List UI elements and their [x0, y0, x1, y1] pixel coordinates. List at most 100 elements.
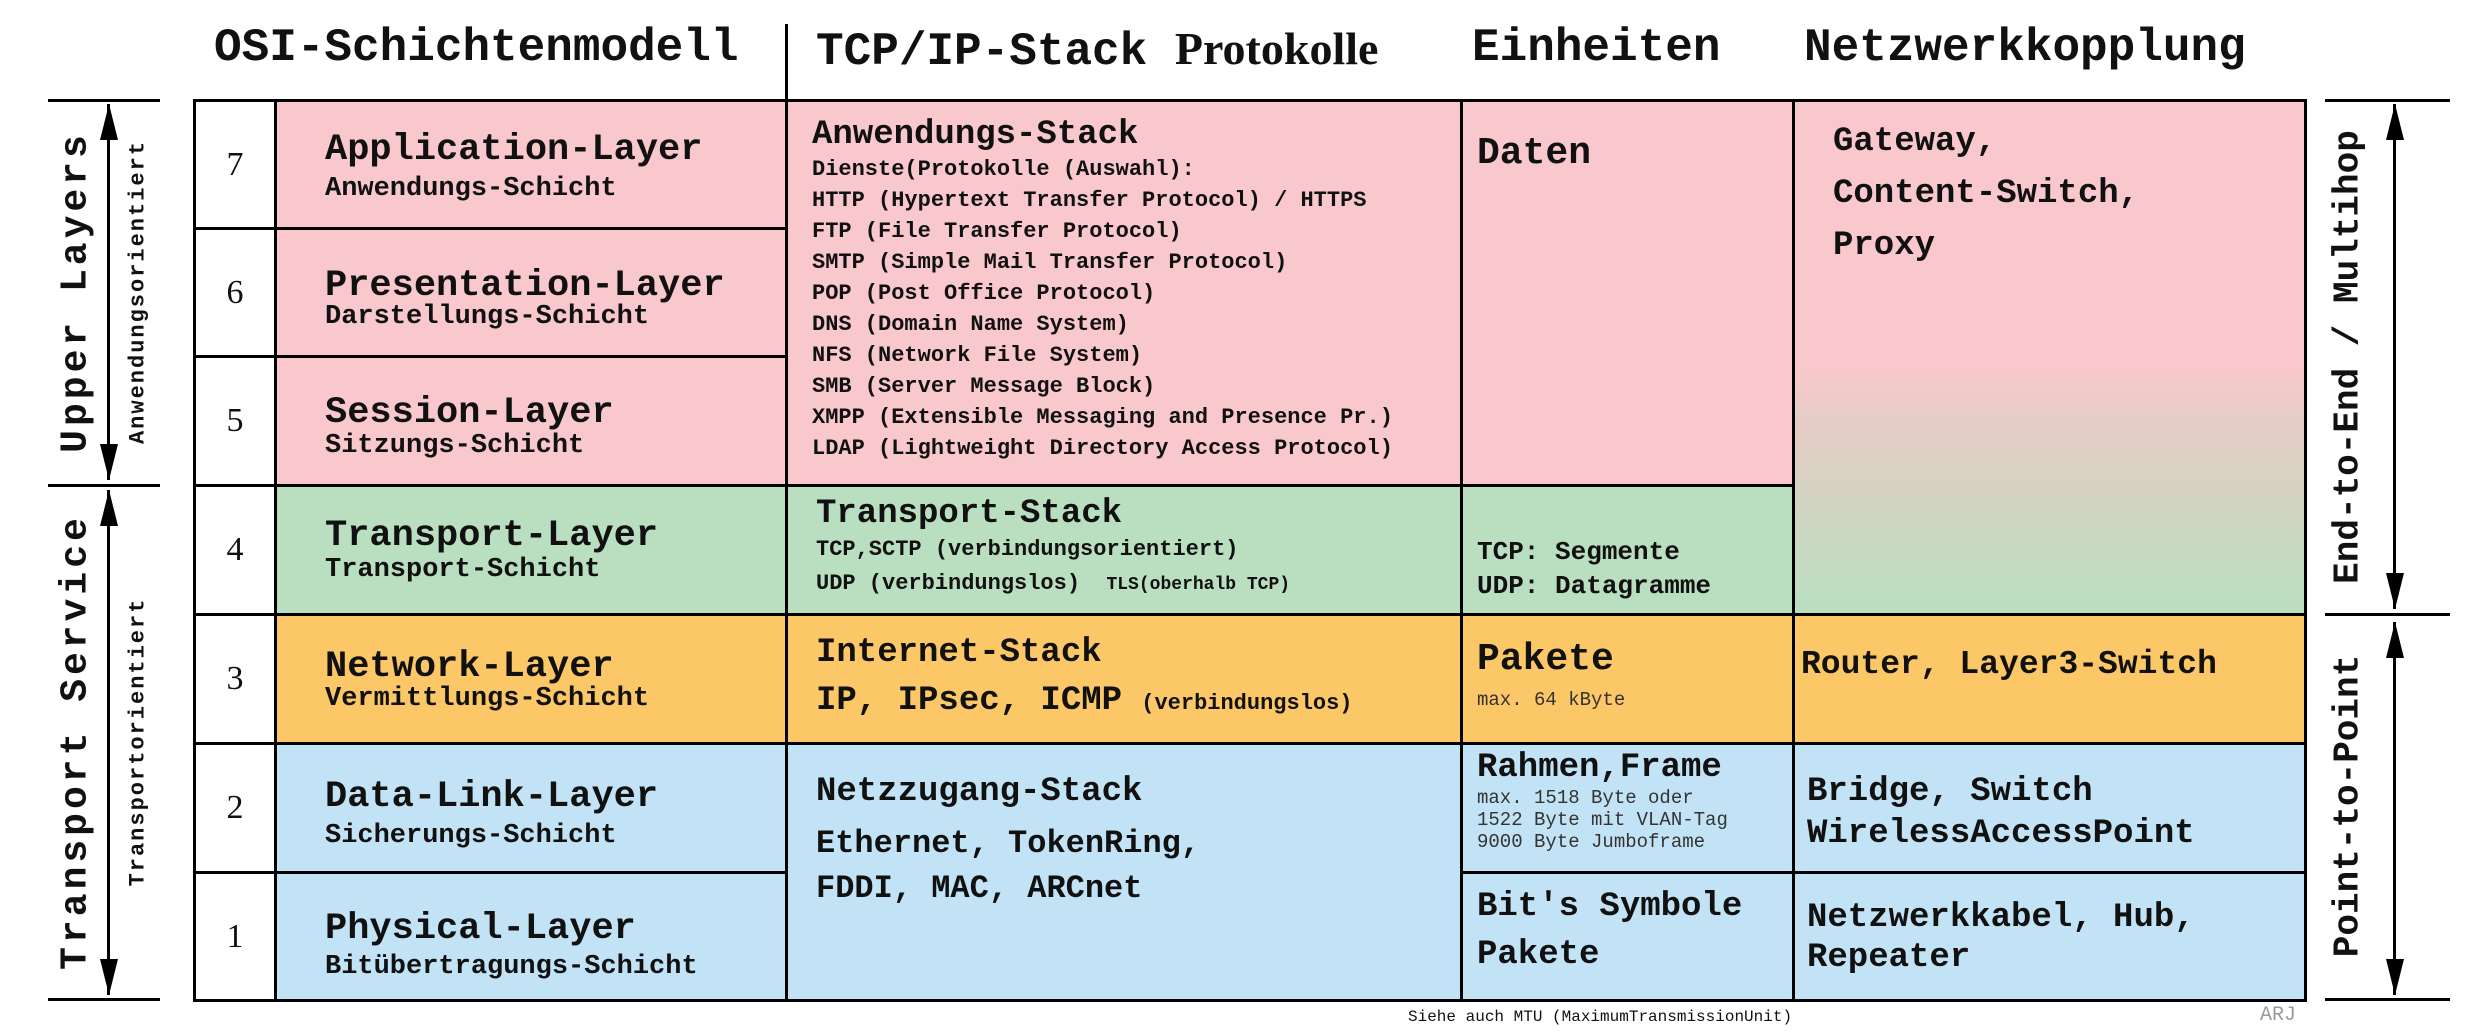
p2p-label: Point-to-Point: [2327, 654, 2369, 958]
protocol-line: IP, IPsec, ICMP (verbindungslos): [816, 682, 1460, 720]
layer-number: 6: [193, 227, 277, 358]
layer-subtitle: Sicherungs-Schicht: [325, 821, 617, 851]
protocol-line: XMPP (Extensible Messaging and Presence …: [812, 405, 1393, 430]
coupling-item: Proxy: [1833, 227, 1936, 265]
upper-layers-label: Upper Layers: [54, 131, 98, 453]
protocol-line: HTTP (Hypertext Transfer Protocol) / HTT…: [812, 188, 1367, 213]
unit-rahmen-sub: 9000 Byte Jumboframe: [1477, 831, 1706, 853]
protocol-line: UDP (verbindungslos) TLS(oberhalb TCP): [816, 567, 1460, 602]
protocol-line: Dienste(Protokolle (Auswahl):: [812, 157, 1195, 182]
netz-stack-title: Netzzugang-Stack: [816, 773, 1143, 811]
layer-4-cell: Transport-Layer Transport-Schicht: [274, 484, 788, 616]
layer-subtitle: Vermittlungs-Schicht: [325, 684, 650, 714]
coupling-item: Content-Switch,: [1833, 175, 2140, 213]
transport-arrow-line: [107, 490, 110, 995]
protocol-line: LDAP (Lightweight Directory Access Proto…: [812, 436, 1393, 461]
transport-stack-title: Transport-Stack: [816, 495, 1123, 533]
transport-stack-cell: Transport-Stack TCP,SCTP (verbindungsori…: [785, 484, 1463, 616]
coupling-item: Repeater: [1807, 939, 1971, 977]
bracket-tick: [48, 998, 160, 1001]
coupling-l2-cell: Bridge, Switch WirelessAccessPoint: [1792, 742, 2307, 874]
layer-title: Data-Link-Layer: [325, 776, 659, 818]
bracket-tick: [2325, 998, 2450, 1001]
header-tcpip-label: TCP/IP-Stack: [816, 26, 1148, 78]
layer-title: Session-Layer: [325, 392, 614, 434]
transport-service-label: Transport Service: [54, 514, 98, 970]
layer-title: Transport-Layer: [325, 515, 659, 557]
layer-title: Physical-Layer: [325, 908, 636, 950]
arrow-up-icon: [100, 490, 118, 526]
unit-rahmen-sub: max. 1518 Byte oder: [1477, 787, 1694, 809]
layer-number: 4: [193, 484, 277, 616]
header-osi: OSI-Schichtenmodell: [214, 22, 739, 74]
units-data-cell: Daten: [1460, 99, 1795, 487]
coupling-l3-cell: Router, Layer3-Switch: [1792, 613, 2307, 745]
layer-number: 5: [193, 355, 277, 487]
layer-number: 1: [193, 871, 277, 1002]
layer-subtitle: Bitübertragungs-Schicht: [325, 952, 698, 982]
bracket-tick: [2325, 613, 2450, 616]
e2e-arrow-line: [2393, 104, 2396, 609]
protocol-line: Ethernet, TokenRing,: [816, 825, 1201, 862]
units-segment-cell: TCP: Segmente UDP: Datagramme: [1460, 484, 1795, 616]
layer-number: 3: [193, 613, 277, 745]
arrow-up-icon: [100, 104, 118, 140]
layer-2-cell: Data-Link-Layer Sicherungs-Schicht: [274, 742, 788, 874]
udp-text: UDP (verbindungslos): [816, 571, 1081, 596]
header-divider: [785, 24, 788, 102]
transport-service-sublabel: Transportorientiert: [125, 597, 151, 887]
unit-daten: Daten: [1477, 132, 1592, 175]
layer-title: Presentation-Layer: [325, 265, 725, 307]
footer-author: ARJ: [2260, 1004, 2297, 1027]
protocol-line: FTP (File Transfer Protocol): [812, 219, 1182, 244]
unit-bits: Bit's Symbole: [1477, 888, 1743, 926]
tls-text: TLS(oberhalb TCP): [1106, 575, 1291, 595]
layer-5-cell: Session-Layer Sitzungs-Schicht: [274, 355, 788, 487]
header-tcpip: TCP/IP-Stack Protokolle: [816, 22, 1378, 78]
bracket-tick: [48, 484, 160, 487]
netz-stack-cell: Netzzugang-Stack Ethernet, TokenRing, FD…: [785, 742, 1463, 1002]
p2p-arrow-line: [2393, 622, 2396, 995]
coupling-item: WirelessAccessPoint: [1807, 815, 2195, 853]
layer-subtitle: Darstellungs-Schicht: [325, 302, 650, 332]
arrow-down-icon: [100, 959, 118, 995]
protocol-line: POP (Post Office Protocol): [812, 281, 1156, 306]
protocol-line: TCP,SCTP (verbindungsorientiert): [816, 537, 1239, 562]
e2e-label: End-to-End / Multihop: [2327, 130, 2369, 584]
layer-number: 7: [193, 99, 277, 230]
units-frame-cell: Rahmen,Frame max. 1518 Byte oder 1522 By…: [1460, 742, 1795, 874]
coupling-item: Bridge, Switch: [1807, 773, 2093, 811]
app-stack-cell: Anwendungs-Stack Dienste(Protokolle (Aus…: [785, 99, 1463, 487]
layer-7-cell: Application-Layer Anwendungs-Schicht: [274, 99, 788, 230]
arrow-up-icon: [2386, 622, 2404, 658]
layer-3-cell: Network-Layer Vermittlungs-Schicht: [274, 613, 788, 745]
layer-6-cell: Presentation-Layer Darstellungs-Schicht: [274, 227, 788, 358]
footer-note: Siehe auch MTU (MaximumTransmissionUnit): [1408, 1008, 1793, 1026]
protocol-line: DNS (Domain Name System): [812, 312, 1129, 337]
app-stack-title: Anwendungs-Stack: [812, 116, 1139, 154]
layer-title: Network-Layer: [325, 646, 614, 688]
unit-rahmen: Rahmen,Frame: [1477, 749, 1722, 787]
layer-number: 2: [193, 742, 277, 874]
arrow-down-icon: [2386, 959, 2404, 995]
coupling-upper-cell: Gateway, Content-Switch, Proxy: [1792, 99, 2307, 616]
arrow-down-icon: [2386, 573, 2404, 609]
unit-bits-pakete: Pakete: [1477, 936, 1600, 974]
upper-layers-sublabel: Anwendungsorientiert: [125, 139, 151, 445]
coupling-item: Netzwerkkabel, Hub,: [1807, 899, 2195, 937]
ip-protocols: IP, IPsec, ICMP: [816, 682, 1123, 720]
protocol-line: SMB (Server Message Block): [812, 374, 1156, 399]
coupling-item: Gateway,: [1833, 123, 1997, 161]
layer-title: Application-Layer: [325, 129, 703, 171]
header-protokolle: Protokolle: [1174, 23, 1379, 74]
layer-subtitle: Anwendungs-Schicht: [325, 174, 617, 204]
coupling-l1-cell: Netzwerkkabel, Hub, Repeater: [1792, 871, 2307, 1002]
bracket-tick: [2325, 99, 2450, 102]
arrow-down-icon: [100, 444, 118, 480]
unit-tcp: TCP: Segmente: [1477, 537, 1680, 567]
unit-pakete: Pakete: [1477, 638, 1614, 681]
layer-subtitle: Sitzungs-Schicht: [325, 431, 585, 461]
internet-stack-title: Internet-Stack: [816, 634, 1102, 672]
protocol-line: NFS (Network File System): [812, 343, 1143, 368]
header-einheiten: Einheiten: [1472, 22, 1721, 74]
